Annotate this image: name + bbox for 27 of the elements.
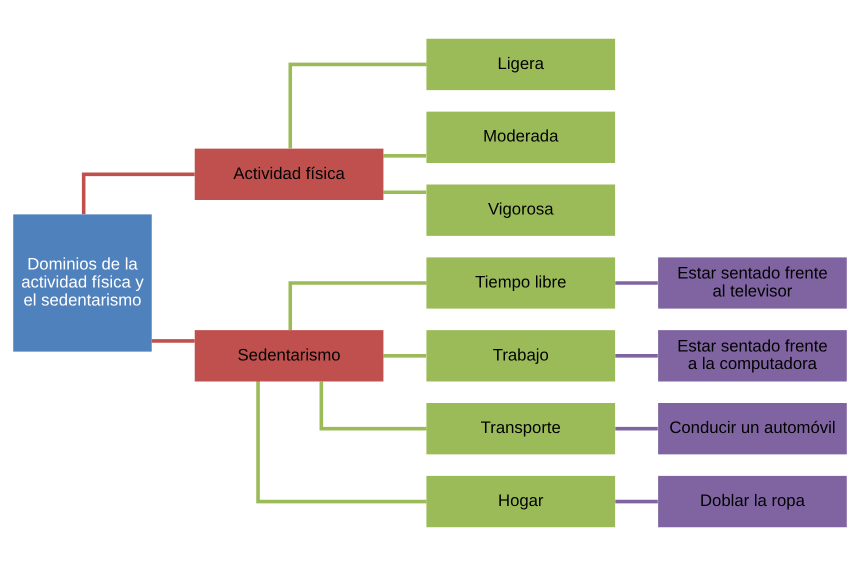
node-box: Ligera xyxy=(426,38,616,90)
connector xyxy=(384,154,426,158)
node-box: Actividad física xyxy=(194,148,384,200)
connector xyxy=(615,426,658,430)
connector xyxy=(615,280,658,284)
node-box: Dominios de la actividad física y el sedentarismo xyxy=(13,214,152,352)
connector xyxy=(615,499,658,503)
connector xyxy=(288,62,426,148)
connector xyxy=(152,338,195,342)
connector xyxy=(615,354,658,358)
node-box: Hogar xyxy=(426,475,616,527)
connector xyxy=(288,280,426,330)
node-box: Vigorosa xyxy=(426,184,616,236)
node-box: Transporte xyxy=(426,402,616,454)
node-box: Conducir un automóvil xyxy=(658,402,847,454)
node-box: Sedentarismo xyxy=(194,330,384,382)
connector xyxy=(384,354,426,358)
connector xyxy=(320,381,426,430)
node-box: Trabajo xyxy=(426,330,616,382)
connector xyxy=(384,190,426,194)
connector xyxy=(82,172,194,214)
node-box: Tiempo libre xyxy=(426,256,616,308)
node-box: Estar sentado frente al televisor xyxy=(658,256,847,308)
node-box: Moderada xyxy=(426,111,616,162)
connector xyxy=(256,381,426,503)
node-box: Doblar la ropa xyxy=(658,475,847,527)
node-box: Estar sentado frente a la computadora xyxy=(658,330,847,382)
